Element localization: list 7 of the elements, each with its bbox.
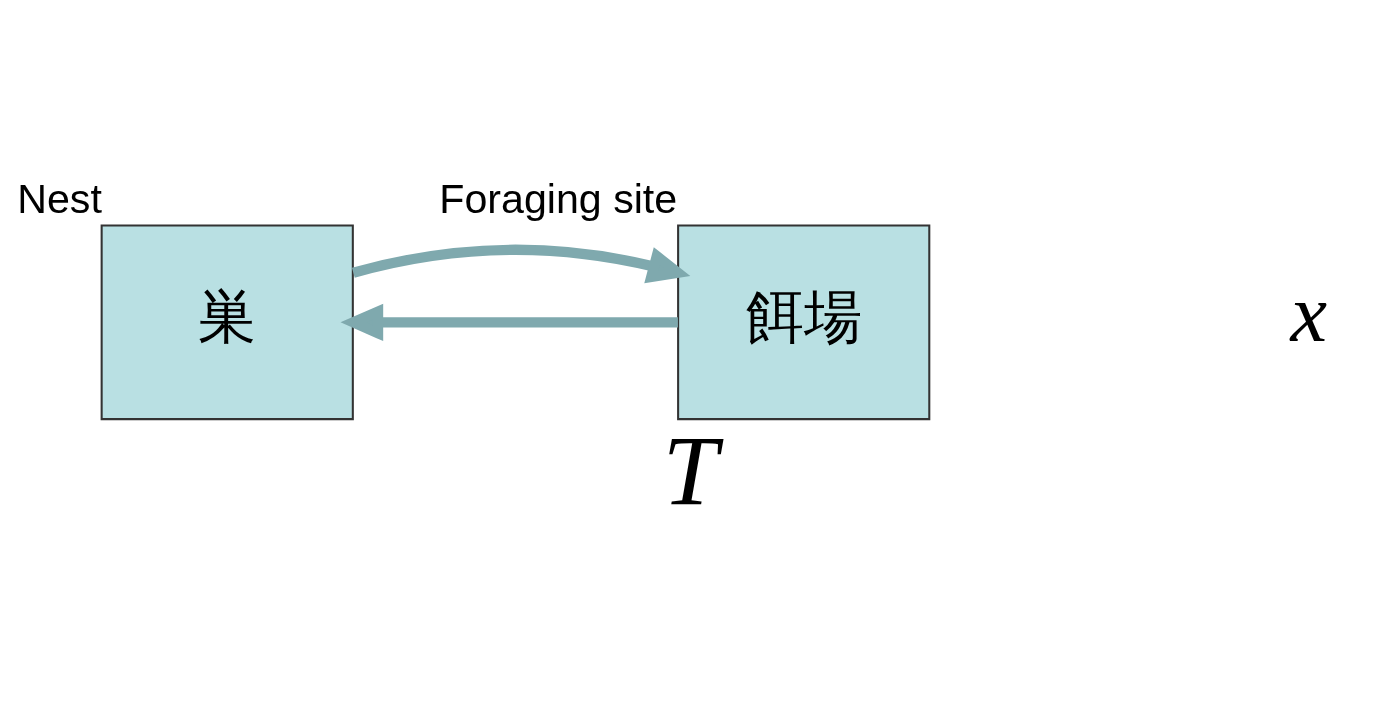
node-box: 巣 — [100, 224, 354, 420]
arrow — [340, 303, 678, 341]
node-box: 餌場 — [676, 224, 930, 420]
node-label: Nest — [16, 175, 102, 222]
arrow — [351, 244, 690, 283]
label: x — [1290, 267, 1327, 359]
node-label: Foraging site — [438, 175, 677, 222]
